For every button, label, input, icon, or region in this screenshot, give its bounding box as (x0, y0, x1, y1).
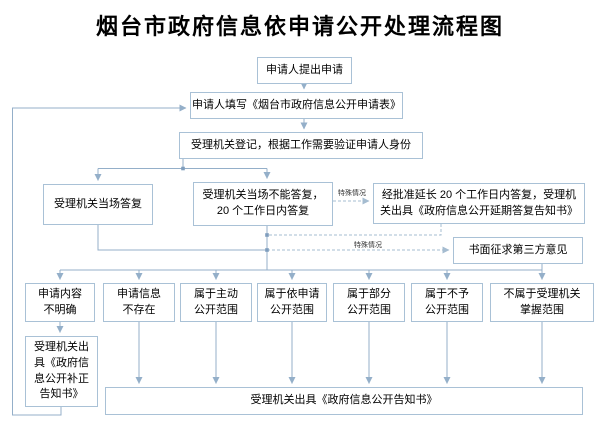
flow-node-cannot-reply-onspot: 受理机关当场不能答复， 20 个工作日内答复 (193, 182, 333, 226)
flow-node-disclosure-notice: 受理机关出具《政府信息公开告知书》 (105, 387, 583, 415)
page-title: 烟台市政府信息依申请公开处理流程图 (95, 14, 504, 40)
flow-node-not-held-by-agency: 不属于受理机关 掌握范围 (490, 283, 594, 322)
flow-node-extended-reply: 经批准延长 20 个工作日内答复，受理机 关出具《政府信息公开延期答复告知书》 (373, 183, 585, 224)
flow-node-third-party-opinion: 书面征求第三方意见 (453, 237, 583, 264)
flow-node-disclosure-on-request: 属于依申请 公开范围 (257, 283, 327, 322)
flow-node-correction-notice: 受理机关出 具《政府信 息公开补正 告知书》 (25, 336, 98, 407)
flow-node-submit-application: 申请人提出申请 (257, 57, 352, 84)
flow-node-fill-form: 申请人填写《烟台市政府信息公开申请表》 (190, 92, 403, 119)
flow-node-reply-onspot: 受理机关当场答复 (43, 184, 153, 225)
edge-label-special-case-2: 特殊情况 (354, 242, 382, 249)
flow-node-info-not-exist: 申请信息 不存在 (103, 283, 175, 322)
flow-node-content-unclear: 申请内容 不明确 (25, 283, 95, 322)
edge-label-special-case-1: 特殊情况 (338, 190, 366, 197)
dashed-connectors (267, 197, 450, 254)
flow-node-proactive-disclosure: 属于主动 公开范围 (180, 283, 252, 322)
flow-node-register-verify: 受理机关登记，根据工作需要验证申请人身份 (179, 132, 423, 159)
junction-dots (181, 166, 269, 252)
flow-node-partial-disclosure: 属于部分 公开范围 (333, 283, 405, 322)
flow-node-non-disclosure: 属于不予 公开范围 (411, 283, 483, 322)
